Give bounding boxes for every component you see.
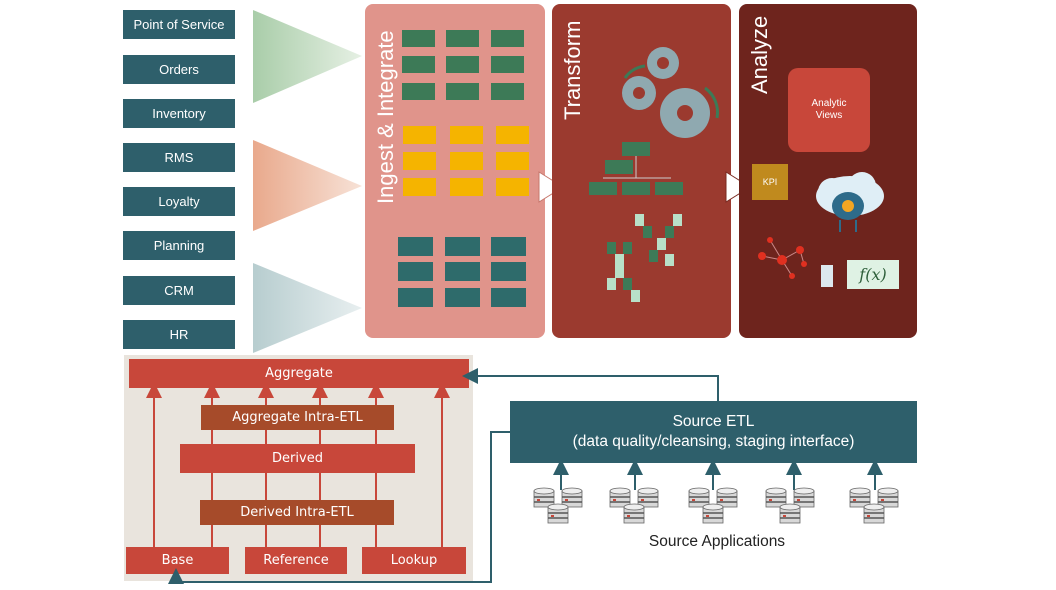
transform-graphics xyxy=(589,47,719,302)
source-etl-title: Source ETL xyxy=(672,413,755,430)
funnel-green xyxy=(253,10,362,103)
aggregate-intra-etl-block: Aggregate Intra-ETL xyxy=(201,405,394,430)
network-graph-icon xyxy=(758,237,807,279)
ingest-data-grids xyxy=(398,30,529,307)
analytic-views-box: Analytic Views xyxy=(788,68,870,152)
source-inventory: Inventory xyxy=(123,99,235,128)
source-databases xyxy=(530,460,910,530)
source-point-of-service: Point of Service xyxy=(123,10,235,39)
data-cells-icon xyxy=(607,214,682,302)
funnel-orange xyxy=(253,140,362,231)
cloud-brain-icon xyxy=(816,172,884,232)
database-icon-3 xyxy=(689,488,737,523)
database-icon-4 xyxy=(766,488,814,523)
lookup-block: Lookup xyxy=(362,547,466,574)
arrow-transform-to-analyze xyxy=(725,171,751,203)
source-applications-label: Source Applications xyxy=(648,533,786,550)
amber-table-grid xyxy=(403,126,529,196)
source-orders: Orders xyxy=(123,55,235,84)
source-hr: HR xyxy=(123,320,235,349)
aggregate-block: Aggregate xyxy=(129,359,469,388)
source-etl-box: Source ETL (data quality/cleansing, stag… xyxy=(510,401,917,463)
analytic-views-line1: Analytic xyxy=(811,98,847,109)
transform-panel: Transform xyxy=(552,4,731,338)
source-loyalty: Loyalty xyxy=(123,187,235,216)
bar-icon xyxy=(821,265,833,287)
source-planning: Planning xyxy=(123,231,235,260)
derived-block: Derived xyxy=(180,444,415,473)
kpi-box: KPI xyxy=(752,164,788,200)
funnel-blue xyxy=(253,263,362,353)
database-icon-2 xyxy=(610,488,658,523)
green-table-grid xyxy=(402,30,524,100)
source-rms: RMS xyxy=(123,143,235,172)
analyze-title: Analyze xyxy=(747,15,772,94)
function-box: f(x) xyxy=(847,260,899,289)
database-icon-1 xyxy=(534,488,582,523)
reference-block: Reference xyxy=(245,547,347,574)
hierarchy-icon xyxy=(589,142,683,195)
funnel-graphics xyxy=(253,10,362,353)
source-crm: CRM xyxy=(123,276,235,305)
transform-title: Transform xyxy=(560,20,585,120)
database-icon-5 xyxy=(850,488,898,523)
teal-table-grid xyxy=(398,237,526,307)
arrow-ingest-to-transform xyxy=(538,171,564,203)
derived-intra-etl-block: Derived Intra-ETL xyxy=(200,500,394,525)
gears-icon xyxy=(622,47,719,138)
analytic-views-line2: Views xyxy=(815,110,843,121)
source-etl-subtitle: (data quality/cleansing, staging interfa… xyxy=(572,433,855,450)
ingest-title: Ingest & Integrate xyxy=(373,30,398,204)
